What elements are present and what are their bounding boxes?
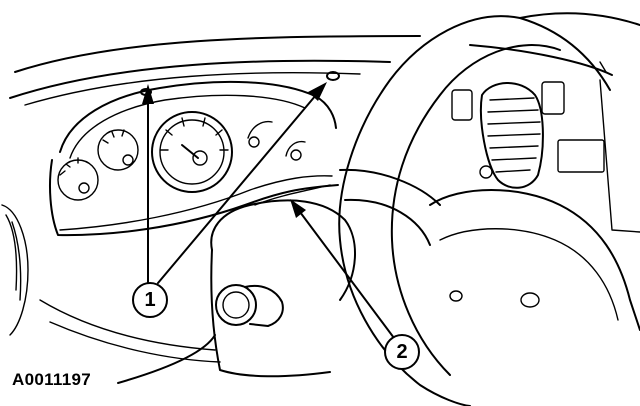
center-vent-slats — [487, 97, 541, 173]
callout-2-leader — [299, 211, 395, 339]
steering-hub — [429, 189, 640, 331]
stalk-knob-end — [215, 284, 257, 326]
right-gauge-arc — [247, 120, 273, 139]
left-vent-outline — [1, 204, 29, 336]
cluster-hood — [59, 80, 337, 153]
left-gauge-pivot — [78, 182, 90, 194]
switch-right — [541, 81, 565, 115]
steering-hub-inner — [439, 228, 619, 321]
callout-1-arrowhead-right — [308, 82, 327, 101]
callout-2-arrowhead — [290, 199, 306, 218]
callout-1-arrowhead-left — [142, 84, 154, 104]
cluster-lens-lower — [59, 175, 333, 231]
left2-gauge-outer — [97, 129, 139, 171]
cluster-face — [49, 159, 339, 237]
dash-top-inner-edge — [24, 72, 361, 106]
lower-dash-contour-2 — [49, 321, 221, 363]
right-gauge-pivot — [248, 136, 260, 148]
hub-screw — [449, 290, 463, 302]
callout-2-number: 2 — [396, 341, 408, 363]
switch-knob — [479, 165, 493, 179]
speedometer-inner — [159, 119, 225, 185]
windshield-right — [469, 44, 613, 76]
callout-1-circle — [132, 282, 168, 318]
center-stack-edge — [599, 79, 640, 233]
right2-gauge-arc — [285, 140, 306, 157]
steering-spoke-upper — [339, 168, 441, 206]
left2-gauge-pivot — [122, 154, 134, 166]
speedometer-outer — [151, 111, 233, 193]
column-shroud — [210, 199, 356, 301]
figure-reference-line — [117, 334, 216, 384]
windshield-right-trim — [599, 61, 607, 73]
left-vent-slats — [5, 214, 22, 301]
cluster-screw-right — [326, 71, 340, 81]
horn-button — [520, 292, 540, 308]
steering-spoke-lower — [344, 198, 431, 246]
cluster-bezel-lower — [254, 184, 331, 206]
switch-left — [451, 89, 473, 121]
left-gauge-ticks — [59, 157, 79, 176]
figure-id-label: A0011197 — [12, 370, 91, 389]
cluster-hood-inner — [69, 94, 306, 159]
speedometer-pivot — [192, 150, 208, 166]
windshield-edge — [14, 35, 421, 73]
stalk-body — [244, 284, 284, 327]
radio-slot — [557, 139, 605, 173]
steering-wheel-rim-inner — [390, 44, 561, 376]
speedometer-ticks — [159, 117, 229, 151]
lower-dash-contour — [39, 299, 216, 351]
steering-wheel-rim-top — [519, 12, 640, 26]
callout-1-number: 1 — [144, 289, 156, 311]
callout-1-leader-right — [157, 94, 317, 284]
dash-top-edge — [9, 59, 391, 99]
callout-2-circle — [384, 334, 420, 370]
speedometer-needle — [181, 144, 199, 159]
left2-gauge-ticks — [102, 129, 125, 144]
column-shroud-lower — [210, 249, 331, 378]
stalk-knob-inner — [222, 291, 250, 319]
steering-wheel-rim-outer — [338, 15, 611, 406]
center-vent-outline — [479, 82, 544, 189]
left-gauge-outer — [57, 159, 99, 201]
right2-gauge-pivot — [290, 149, 302, 161]
